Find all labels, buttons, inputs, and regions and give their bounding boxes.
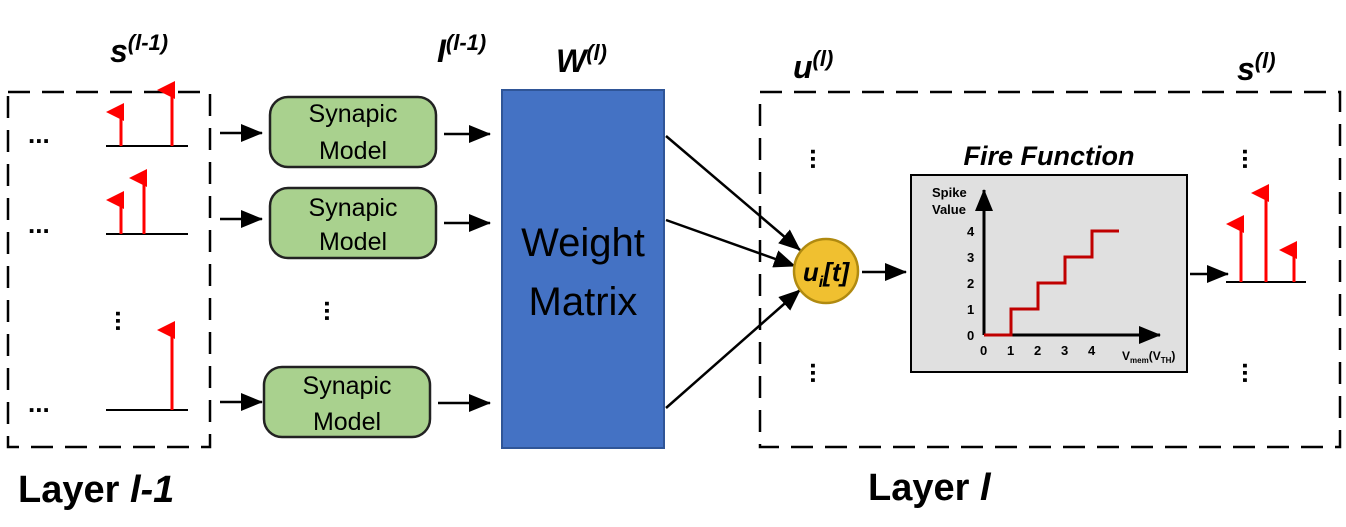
vertical-ellipsis-u-top: ... xyxy=(805,148,835,170)
neuron-node: ui[t] xyxy=(792,237,860,305)
vertical-ellipsis-prev: ... xyxy=(110,310,140,332)
layer-curr-box xyxy=(758,90,1342,449)
svg-text:Model: Model xyxy=(313,408,381,436)
synapic-model-1: Synapic Model xyxy=(268,95,438,169)
fire-xlabel: Vmem(VTH) xyxy=(1122,349,1175,365)
ellipsis-row-4: ... xyxy=(28,388,50,418)
arrows-to-weight xyxy=(438,125,491,412)
fire-y-tick-3: 3 xyxy=(967,250,974,265)
fire-x-tick-4: 4 xyxy=(1088,343,1096,358)
fire-ylabel-2: Value xyxy=(932,202,966,217)
vertical-ellipsis-s-bottom: ... xyxy=(1237,362,1267,384)
label-s-prev: s(l-1) xyxy=(110,30,168,69)
ellipsis-row-1: ... xyxy=(28,119,50,149)
ellipsis-row-2: ... xyxy=(28,209,50,239)
vertical-ellipsis-s-top: ... xyxy=(1237,148,1267,170)
layer-curr-label: Layer l xyxy=(868,467,992,509)
fire-function-plot: Spike Value Vmem(VTH) 0 1 2 3 4 0 1 2 3 4 xyxy=(932,185,1175,365)
svg-text:Weight: Weight xyxy=(521,221,645,265)
fire-y-tick-2: 2 xyxy=(967,276,974,291)
synapic-model-3: Synapic Model xyxy=(262,365,432,439)
fire-y-tick-0: 0 xyxy=(967,328,974,343)
fire-x-tick-0: 0 xyxy=(980,343,987,358)
label-w: W(l) xyxy=(556,40,607,79)
svg-text:Synapic: Synapic xyxy=(309,194,398,222)
layer-prev-box xyxy=(6,90,212,449)
weight-matrix: Weight Matrix xyxy=(501,89,665,449)
fire-staircase-line xyxy=(984,229,1119,337)
layer-prev-label: Layer l-1 xyxy=(18,469,174,511)
svg-text:Synapic: Synapic xyxy=(309,100,398,128)
spike-train-2 xyxy=(106,169,188,235)
spike-train-1 xyxy=(106,81,188,147)
label-u: u(l) xyxy=(793,46,833,85)
arrows-to-synapses xyxy=(220,124,263,411)
output-spike-train xyxy=(1226,184,1306,283)
label-s-out: s(l) xyxy=(1237,48,1276,87)
fire-x-tick-3: 3 xyxy=(1061,343,1068,358)
svg-text:Model: Model xyxy=(319,228,387,256)
arrows-to-neuron xyxy=(665,135,801,409)
svg-text:Model: Model xyxy=(319,137,387,165)
synapic-model-2: Synapic Model xyxy=(268,186,438,260)
vertical-ellipsis-synapses: ... xyxy=(319,300,349,322)
svg-text:ui[t]: ui[t] xyxy=(803,257,851,291)
fire-y-tick-1: 1 xyxy=(967,302,974,317)
label-i-prev: I(l-1) xyxy=(437,30,486,69)
vertical-ellipsis-u-bottom: ... xyxy=(805,362,835,384)
fire-x-tick-2: 2 xyxy=(1034,343,1041,358)
svg-text:Matrix: Matrix xyxy=(529,280,638,324)
svg-text:Synapic: Synapic xyxy=(303,372,392,400)
fire-function-title: Fire Function xyxy=(964,141,1135,171)
spike-train-3 xyxy=(106,321,188,411)
fire-y-tick-4: 4 xyxy=(967,224,975,239)
fire-ylabel-1: Spike xyxy=(932,185,967,200)
fire-x-tick-1: 1 xyxy=(1007,343,1014,358)
